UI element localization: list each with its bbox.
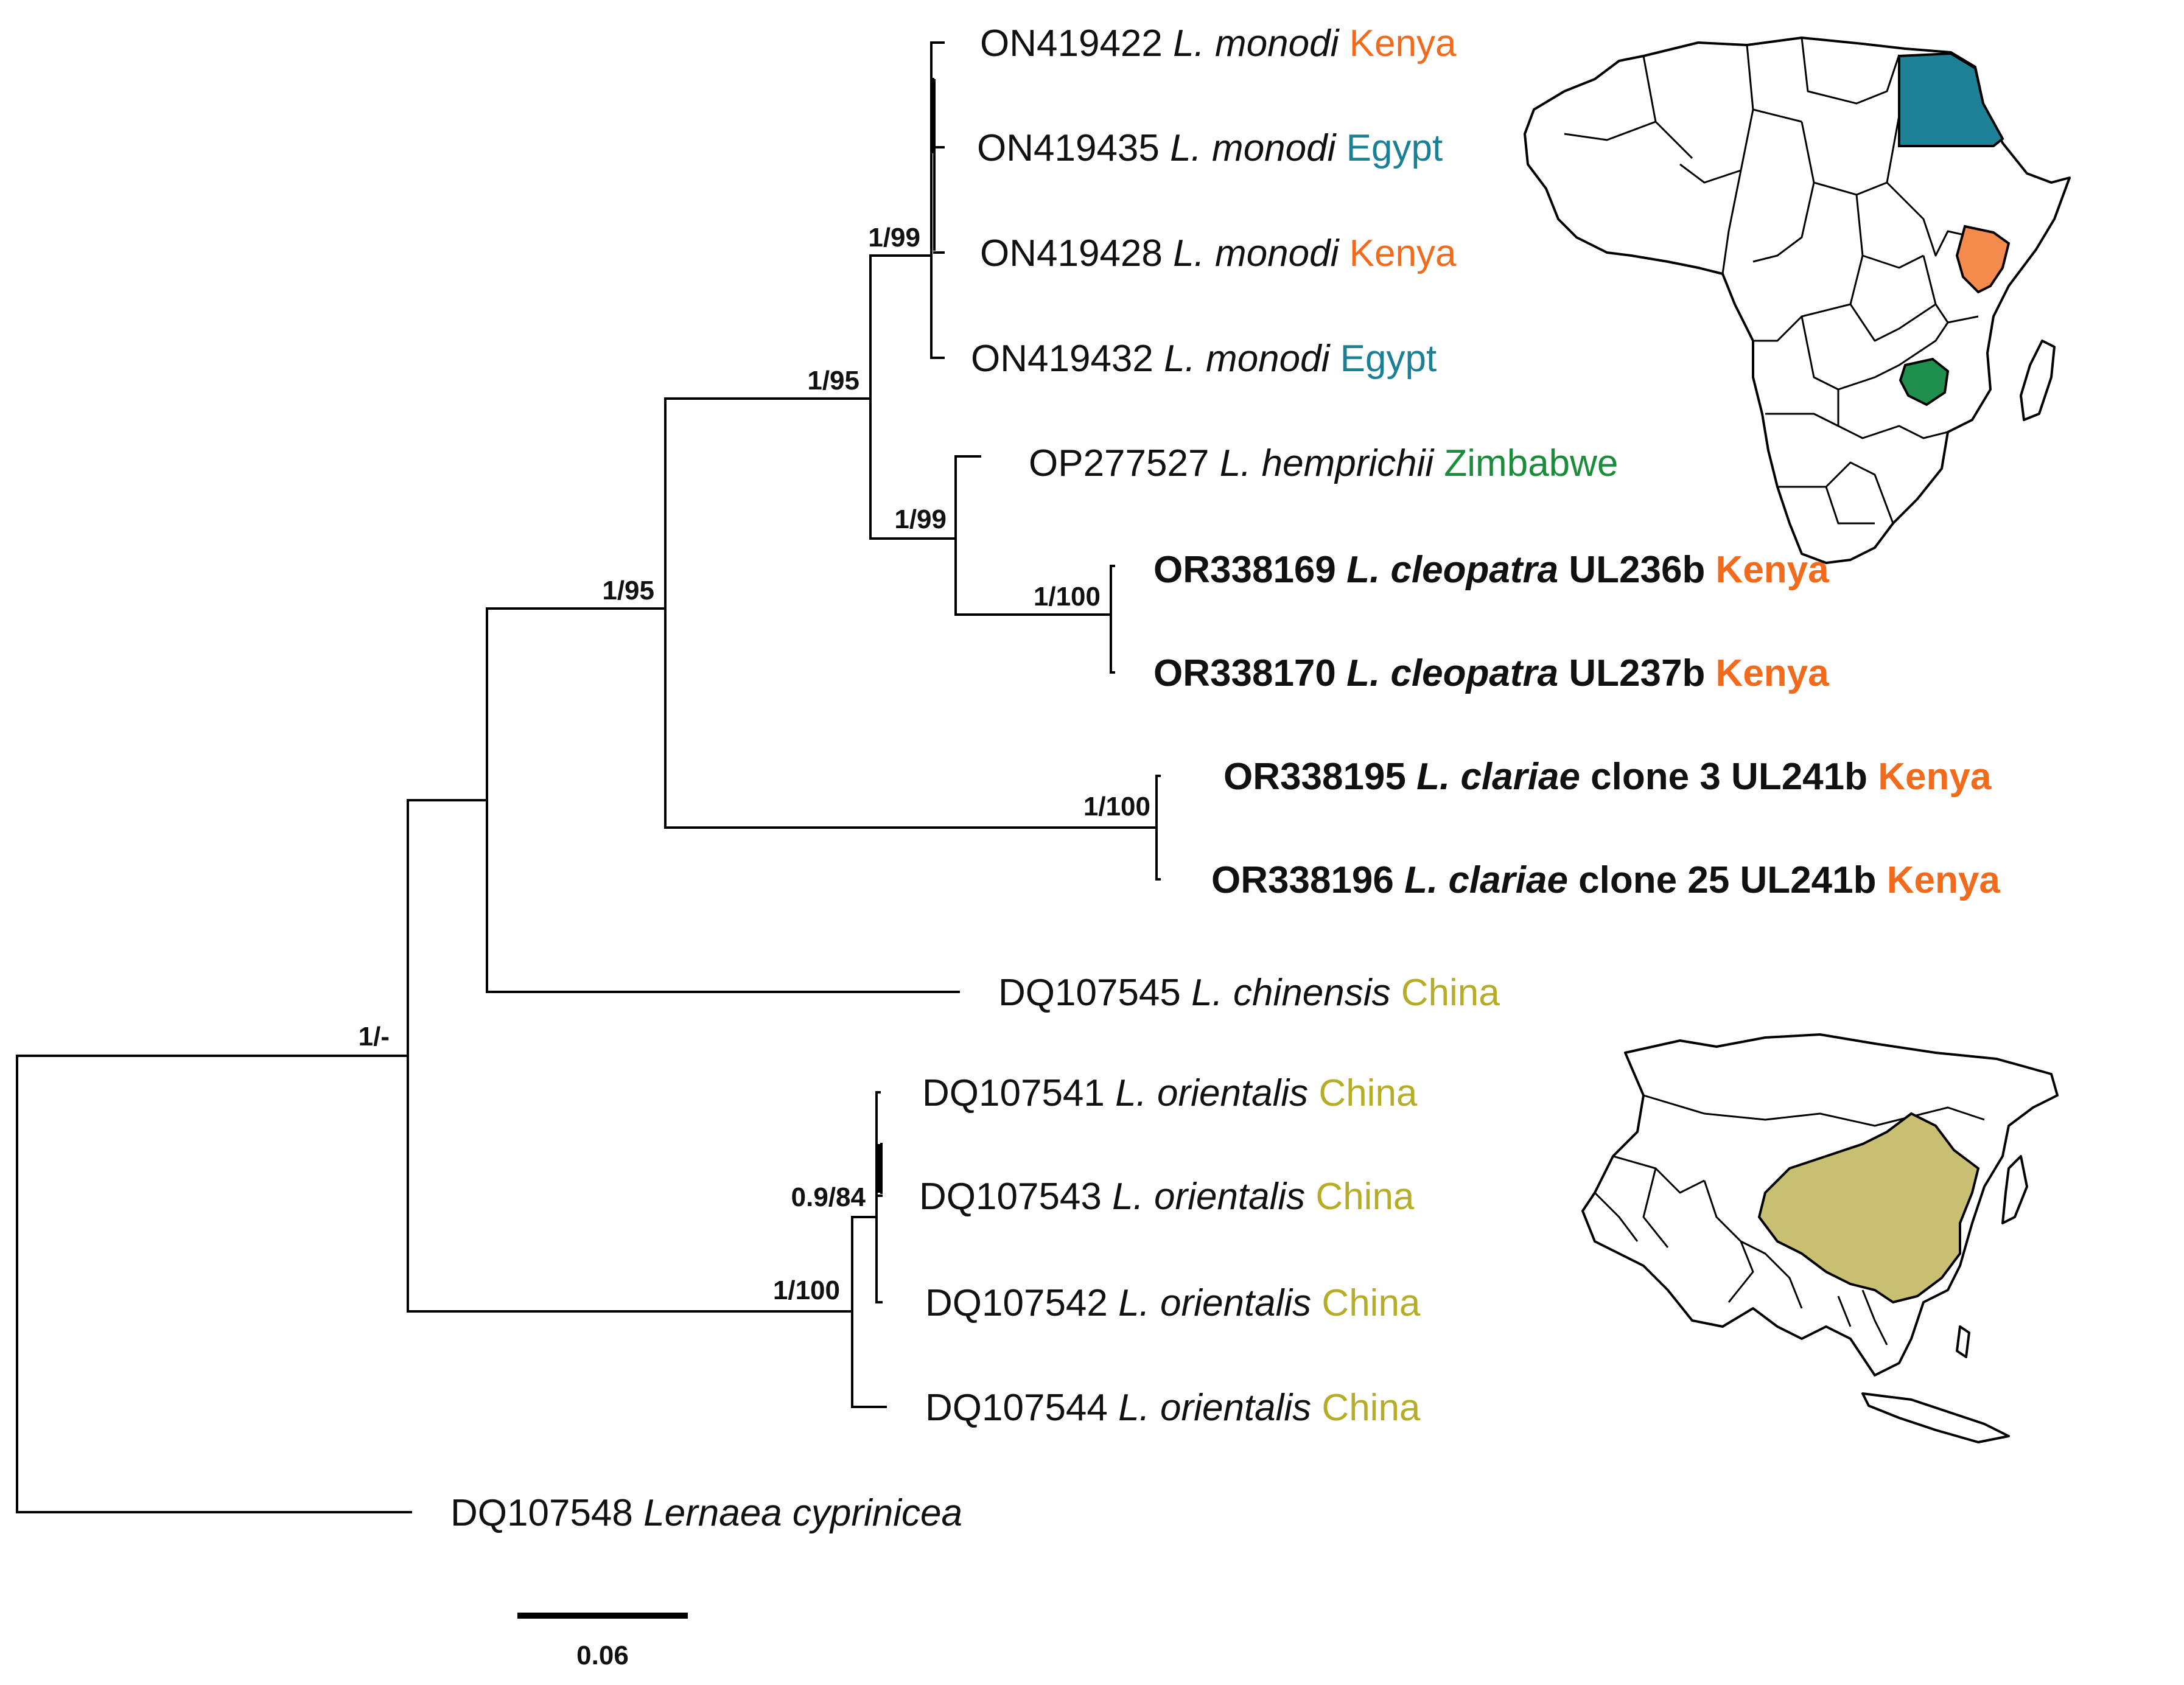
scale-bar-label: 0.06 [576, 1641, 629, 1670]
tip-country: Zimbabwe [1433, 442, 1618, 484]
tip-accession: ON419422 [980, 23, 1173, 65]
tip-country: China [1391, 972, 1500, 1014]
tip-country: China [1308, 1072, 1418, 1114]
tip-accession: DQ107545 [998, 972, 1191, 1014]
tip-species: L. clariae [1404, 859, 1568, 901]
tip-label: DQ107545 L. chinensis China [998, 972, 1500, 1014]
tip-species: L. cleopatra [1346, 652, 1558, 694]
tip-species: L. orientalis [1115, 1072, 1308, 1114]
africa-map [1524, 37, 2071, 564]
indonesia [1861, 1392, 2010, 1443]
tip-species: L. orientalis [1112, 1176, 1305, 1218]
support-value: 1/99 [894, 504, 947, 534]
tip-country: Kenya [1705, 652, 1829, 694]
tip-species: L. cleopatra [1346, 549, 1558, 591]
tip-country: Kenya [1877, 859, 2001, 901]
tip-specimen: UL236b [1558, 549, 1705, 591]
tip-accession: OR338169 [1153, 549, 1346, 591]
tip-accession: OR338170 [1153, 652, 1346, 694]
tip-label: DQ107544 L. orientalis China [925, 1387, 1421, 1429]
tip-country: Egypt [1335, 127, 1443, 169]
support-values: 1/- 1/95 1/95 1/99 1/99 1/100 1/100 1/100 0.9/84 [359, 223, 1150, 1305]
tip-accession: ON419428 [980, 232, 1173, 274]
support-value: 1/100 [1034, 582, 1101, 612]
tip-label: ON419432 L. monodi Egypt [971, 338, 1437, 380]
tip-country: Kenya [1339, 232, 1457, 274]
tip-specimen: UL237b [1558, 652, 1705, 694]
tip-accession: OR338195 [1223, 756, 1416, 798]
tip-species: L. chinensis [1191, 972, 1390, 1014]
tip-species: L. monodi [1173, 232, 1340, 274]
tip-specimen: clone 3 UL241b [1580, 756, 1867, 798]
tip-species: L. orientalis [1118, 1387, 1311, 1429]
tip-label: DQ107542 L. orientalis China [925, 1282, 1421, 1324]
tip-accession: DQ107548 [450, 1492, 643, 1534]
tip-accession: DQ107543 [919, 1176, 1112, 1218]
tip-label: OR338169 L. cleopatra UL236b Kenya [1153, 549, 1829, 591]
tip-label: OR338195 L. clariae clone 3 UL241b Kenya [1223, 756, 1992, 798]
tip-label: DQ107543 L. orientalis China [919, 1176, 1415, 1218]
tip-label: DQ107541 L. orientalis China [922, 1072, 1418, 1114]
tip-species: L. monodi [1164, 338, 1331, 380]
tip-country: China [1311, 1387, 1421, 1429]
tip-species: L. monodi [1173, 23, 1340, 65]
tip-accession: DQ107544 [925, 1387, 1118, 1429]
support-value: 0.9/84 [791, 1182, 866, 1212]
tip-label: OR338170 L. cleopatra UL237b Kenya [1153, 652, 1829, 694]
tip-country: China [1305, 1176, 1415, 1218]
kenya-highlight [1955, 225, 2011, 294]
zimbabwe-highlight [1899, 357, 1950, 406]
scale-bar: 0.06 [517, 1613, 688, 1670]
support-value: 1/100 [1083, 792, 1150, 822]
asia-map [1581, 1033, 2059, 1443]
tip-species: L. orientalis [1118, 1282, 1311, 1324]
tip-accession: DQ107542 [925, 1282, 1118, 1324]
tip-accession: OR338196 [1211, 859, 1404, 901]
tip-country: Kenya [1867, 756, 1992, 798]
tip-accession: OP277527 [1029, 442, 1220, 484]
egypt-highlight [1898, 52, 2004, 147]
support-value: 1/99 [868, 223, 920, 253]
tip-accession: ON419435 [977, 127, 1170, 169]
tip-country: Kenya [1339, 23, 1457, 65]
tip-specimen: clone 25 UL241b [1568, 859, 1877, 901]
tip-label: ON419422 L. monodi Kenya [980, 23, 1457, 65]
support-value: 1/100 [773, 1275, 840, 1305]
asia-borders [1594, 1094, 1985, 1345]
madagascar [2020, 340, 2056, 421]
tip-label: ON419428 L. monodi Kenya [980, 232, 1457, 274]
tip-species: Lernaea cyprinicea [643, 1492, 962, 1534]
tip-accession: DQ107541 [922, 1072, 1115, 1114]
tip-species: L. monodi [1170, 127, 1337, 169]
tip-label: OP277527 L. hemprichii Zimbabwe [1029, 442, 1618, 484]
tip-label: ON419435 L. monodi Egypt [977, 127, 1443, 169]
tip-accession: ON419432 [971, 338, 1164, 380]
tip-country: China [1311, 1282, 1421, 1324]
support-value: 1/95 [602, 576, 654, 605]
tip-species: L. clariae [1416, 756, 1580, 798]
philippines [1956, 1325, 1970, 1358]
support-value: 1/- [359, 1022, 390, 1052]
support-value: 1/95 [807, 366, 859, 396]
japan [2001, 1155, 2028, 1224]
china-highlight [1757, 1112, 1980, 1304]
tip-label: OR338196 L. clariae clone 25 UL241b Keny… [1211, 859, 2000, 901]
tree-branches [16, 41, 1161, 1513]
tip-country: Egypt [1329, 338, 1437, 380]
tip-label: DQ107548 Lernaea cyprinicea [450, 1492, 962, 1534]
tip-species: L. hemprichii [1220, 442, 1435, 484]
